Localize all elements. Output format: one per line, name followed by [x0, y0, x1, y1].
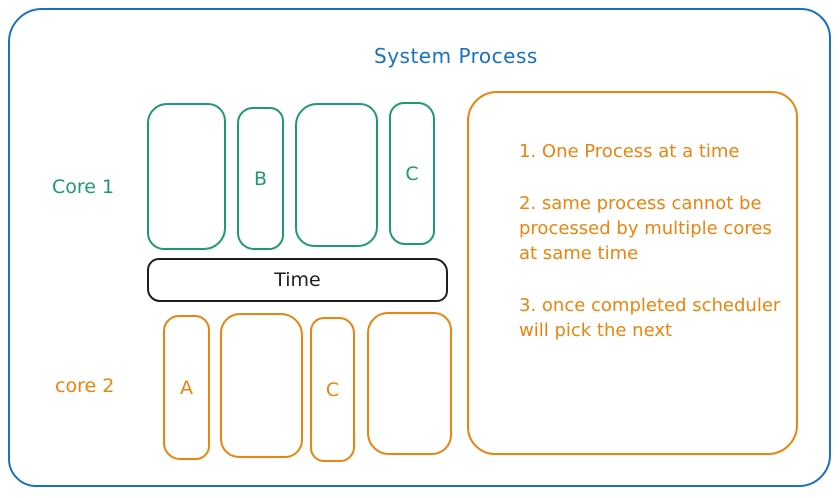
core1-label: Core 1 [52, 176, 115, 198]
notes-panel: 1. One Process at a time 2. same process… [467, 91, 798, 455]
core1-block-4-label: C [405, 162, 419, 185]
diagram-title: System Process [374, 44, 538, 68]
note-line: 2. same process cannot be [519, 193, 762, 214]
note-item-1: 1. One Process at a time [519, 139, 792, 164]
time-axis-bar: Time [147, 258, 448, 302]
core1-block-3 [295, 103, 378, 247]
core2-block-3: C [310, 317, 355, 462]
note-line: 3. once completed scheduler [519, 295, 781, 316]
core2-block-1-label: A [180, 376, 193, 399]
note-line: 1. One Process at a time [519, 141, 740, 162]
core2-block-2 [220, 313, 303, 458]
core1-block-1 [147, 103, 226, 250]
core2-block-3-label: C [325, 378, 340, 401]
note-item-3: 3. once completed scheduler will pick th… [519, 293, 792, 343]
outer-frame [8, 8, 831, 487]
core2-label: core 2 [55, 375, 115, 397]
core1-block-2-label: B [253, 167, 268, 190]
core1-block-4: C [389, 102, 435, 245]
note-item-2: 2. same process cannot be processed by m… [519, 191, 792, 266]
note-line: will pick the next [519, 320, 673, 341]
note-line: processed by multiple cores [519, 218, 772, 239]
core2-block-1: A [163, 315, 210, 460]
core2-block-4 [367, 312, 452, 455]
time-axis-label: Time [274, 269, 321, 291]
note-line: at same time [519, 243, 639, 264]
core1-block-2: B [237, 107, 284, 250]
